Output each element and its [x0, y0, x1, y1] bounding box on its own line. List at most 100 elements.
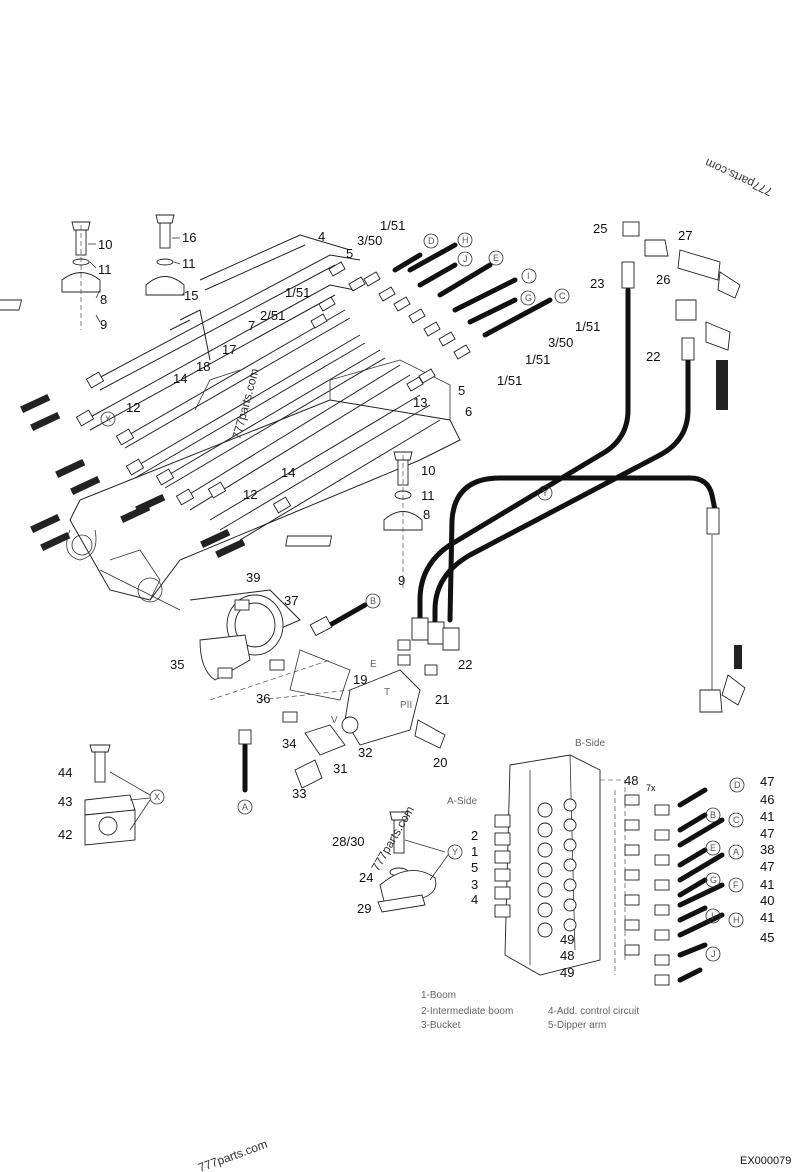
callout-11: 11: [182, 256, 196, 271]
legend-add-control-circuit: 4-Add. control circuit: [548, 1006, 639, 1017]
svg-text:C: C: [559, 291, 566, 301]
ref-circle-x: X: [149, 789, 165, 805]
callout-24: 24: [359, 870, 373, 885]
svg-text:Y: Y: [452, 847, 458, 857]
svg-text:B: B: [370, 596, 376, 606]
ref-circle-c: C: [728, 812, 744, 828]
ref-circle-j: J: [705, 946, 721, 962]
watermark: 777parts.com: [703, 156, 775, 199]
callout-23: 23: [590, 276, 604, 291]
valve-block: [259, 639, 446, 789]
callout-48: 48: [560, 948, 574, 963]
svg-text:X: X: [154, 792, 160, 802]
b-side-fittings: [624, 794, 670, 986]
callout-47: 47: [760, 859, 774, 874]
hose-a: [238, 729, 252, 793]
callout-39: 39: [246, 570, 260, 585]
callout-33: 33: [292, 786, 306, 801]
callout-11: 11: [421, 488, 435, 503]
circuit-legend: 1-Boom 2-Intermediate boom 3-Bucket 4-Ad…: [421, 990, 639, 1031]
legend-dipper-arm: 5-Dipper arm: [548, 1020, 606, 1031]
svg-text:I: I: [527, 271, 530, 281]
callout-16: 16: [182, 230, 196, 245]
boom-frame: [20, 234, 461, 611]
callout-labels: 10 11 8 9 16 11 15 4 5 3/50 1/51 1/51 2/…: [58, 218, 774, 980]
swivel-assembly: [189, 589, 351, 701]
svg-text:F: F: [733, 880, 739, 890]
valve-port-labels: E T PII V: [331, 659, 412, 726]
callout-7: 7: [248, 318, 255, 333]
callout-29: 29: [357, 901, 371, 916]
svg-text:D: D: [428, 236, 435, 246]
svg-text:Y: Y: [542, 488, 548, 498]
port-e-label: E: [370, 659, 377, 670]
callout-12: 12: [126, 400, 140, 415]
ref-circle-x: X: [100, 411, 116, 427]
svg-text:G: G: [710, 875, 717, 885]
callout-32: 32: [358, 745, 372, 760]
ref-circle-i: I: [705, 908, 721, 924]
callout-42: 42: [58, 827, 72, 842]
ref-circle-a: A: [237, 799, 253, 815]
callout-12: 12: [243, 487, 257, 502]
clamp-assembly-right: [285, 451, 423, 590]
callout-38: 38: [760, 842, 774, 857]
ref-circle-j: J: [457, 251, 473, 267]
ref-circle-h: H: [457, 232, 473, 248]
legend-bucket: 3-Bucket: [421, 1020, 461, 1031]
ref-circle-d: D: [423, 233, 439, 249]
callout-13: 13: [413, 395, 427, 410]
callout-21: 21: [435, 692, 449, 707]
ref-circle-g: G: [520, 290, 536, 306]
connection-reference-circles: D H J E I G C X Y B A X Y D B C E A G F …: [100, 232, 745, 962]
svg-text:E: E: [493, 253, 499, 263]
callout-1-51: 1/51: [380, 218, 405, 233]
svg-text:I: I: [711, 911, 714, 921]
callout-40: 40: [760, 893, 774, 908]
callout-10: 10: [98, 237, 112, 252]
pipe-clamp-x: [84, 744, 151, 846]
callout-27: 27: [678, 228, 692, 243]
valve-spool-ports: [537, 798, 577, 938]
ref-circle-f: F: [728, 877, 744, 893]
callout-48: 48: [624, 773, 638, 788]
callout-18: 18: [196, 359, 210, 374]
callout-1: 1: [471, 844, 478, 859]
long-hoses-y: [417, 287, 718, 690]
callout-26: 26: [656, 272, 670, 287]
pipe-clamp-y: [377, 811, 449, 913]
svg-text:A: A: [242, 802, 248, 812]
callout-4: 4: [318, 229, 325, 244]
hose-b-stub: [309, 602, 368, 637]
callout-9: 9: [398, 573, 405, 588]
ref-circle-b: B: [365, 593, 381, 609]
callout-15: 15: [184, 288, 198, 303]
callout-1-51: 1/51: [575, 319, 600, 334]
port-t-label: T: [384, 687, 390, 698]
ref-circle-i: I: [521, 268, 537, 284]
callout-5: 5: [346, 246, 353, 261]
callout-17: 17: [222, 342, 236, 357]
callout-47: 47: [760, 826, 774, 841]
callout-41: 41: [760, 809, 774, 824]
a-side-label: A-Side: [447, 796, 477, 807]
svg-text:J: J: [463, 254, 468, 264]
ref-circle-b: B: [705, 807, 721, 823]
callout-2: 2: [471, 828, 478, 843]
b-side-hoses: [677, 787, 725, 983]
callout-5: 5: [458, 383, 465, 398]
callout-20: 20: [433, 755, 447, 770]
callout-10: 10: [421, 463, 435, 478]
svg-text:D: D: [734, 780, 741, 790]
callout-1-51: 1/51: [285, 285, 310, 300]
ref-circle-e: E: [705, 840, 721, 856]
callout-43: 43: [58, 794, 72, 809]
callout-41: 41: [760, 877, 774, 892]
callout-8: 8: [423, 507, 430, 522]
clamp-assembly-center: [145, 214, 185, 296]
callout-46: 46: [760, 792, 774, 807]
top-hose-fittings: [310, 261, 471, 392]
callout-1-51: 1/51: [525, 352, 550, 367]
plugged-hose-ends: [20, 393, 246, 558]
